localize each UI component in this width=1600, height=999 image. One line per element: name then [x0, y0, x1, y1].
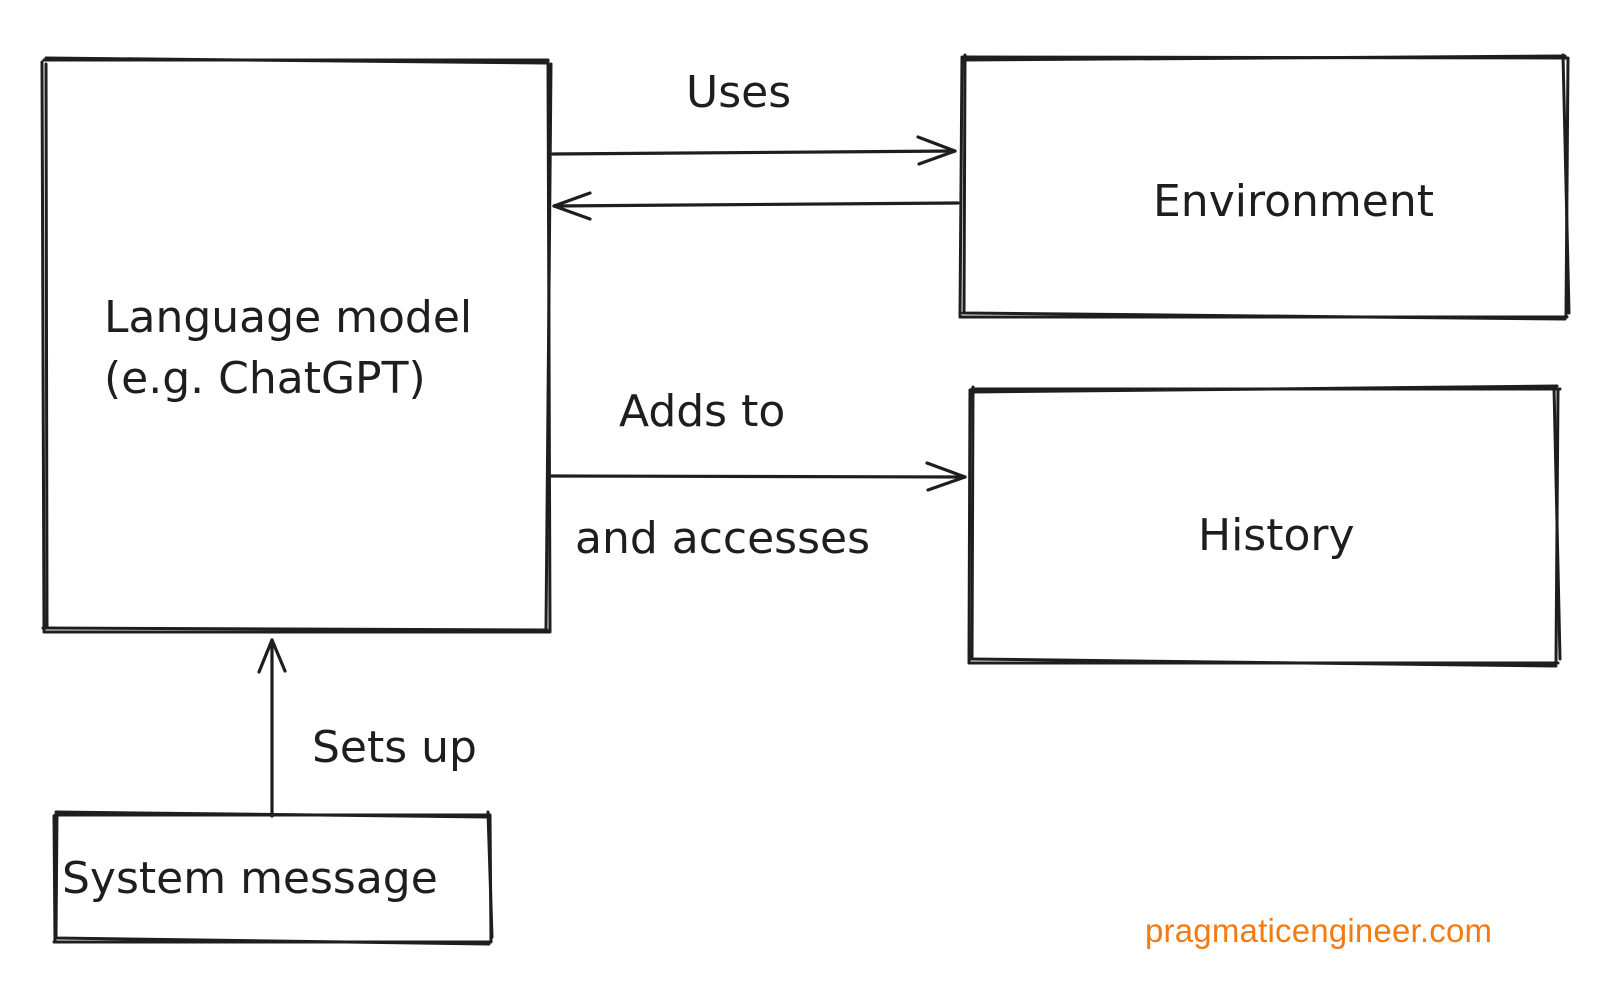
uses-label: Uses — [686, 67, 791, 118]
uses-edge: Uses — [551, 67, 960, 221]
uses-arrow-to-environment — [551, 149, 957, 156]
and-accesses-label: and accesses — [575, 513, 870, 564]
sets-up-arrowhead — [257, 638, 287, 674]
language-model-label-line1: Language model — [104, 292, 472, 343]
adds-to-arrow — [549, 474, 967, 479]
sets-up-edge: Sets up — [257, 638, 477, 818]
adds-to-edge: Adds to and accesses — [549, 386, 967, 564]
history-node: History — [967, 384, 1562, 668]
language-model-label-line2: (e.g. ChatGPT) — [104, 353, 426, 404]
uses-arrowhead-right — [916, 135, 957, 166]
environment-node: Environment — [958, 53, 1571, 321]
watermark-text: pragmaticengineer.com — [1145, 912, 1493, 949]
system-message-node: System message — [52, 810, 494, 946]
system-message-label: System message — [62, 853, 438, 904]
uses-arrow-to-model — [552, 201, 960, 208]
adds-to-label: Adds to — [619, 386, 785, 437]
adds-to-arrowhead — [925, 461, 967, 492]
environment-label: Environment — [1153, 176, 1434, 227]
language-model-node: Language model (e.g. ChatGPT) — [40, 56, 553, 634]
sets-up-label: Sets up — [312, 722, 477, 773]
uses-arrowhead-left — [552, 191, 592, 221]
history-label: History — [1198, 510, 1355, 561]
